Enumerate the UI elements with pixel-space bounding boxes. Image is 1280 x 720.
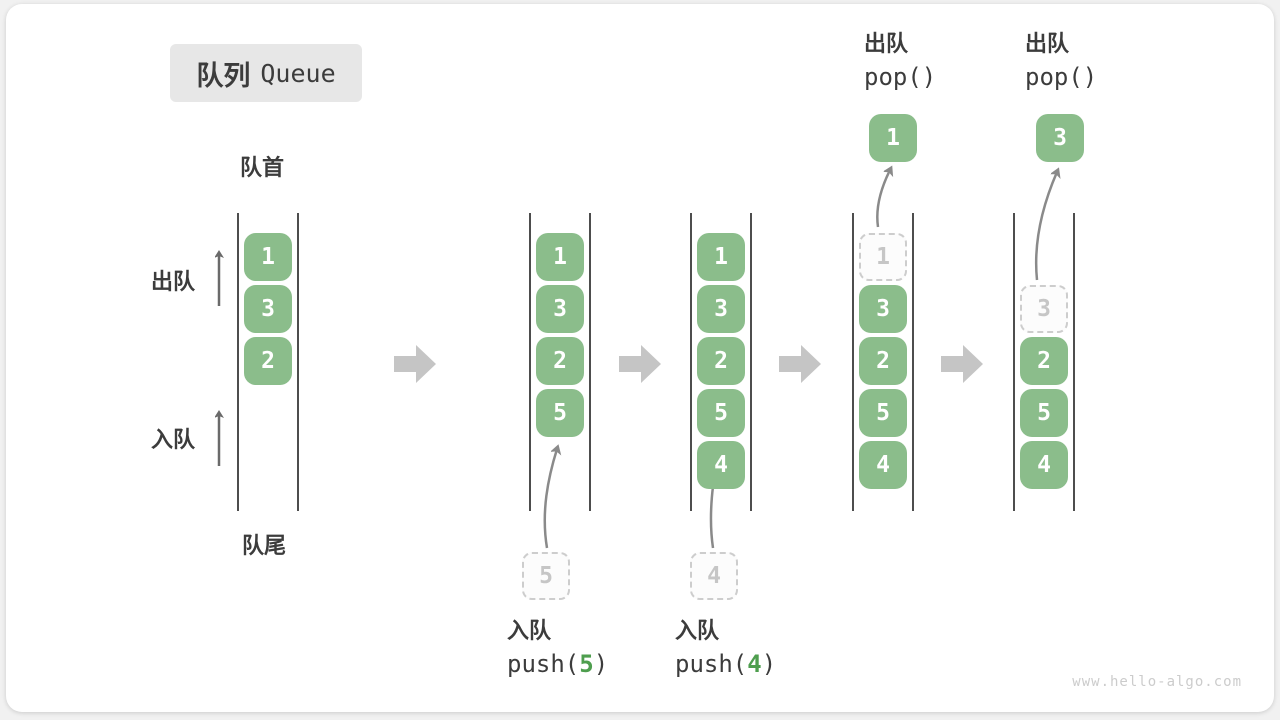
dequeue-side-label: 出队	[151, 269, 196, 294]
pop-operation-label: 出队 pop()	[1025, 31, 1097, 90]
container-wall	[912, 213, 914, 511]
incoming-item-ghost: 4	[690, 552, 738, 600]
pop-operation-code: pop()	[1025, 63, 1098, 91]
removed-item-ghost: 3	[1020, 285, 1068, 333]
container-wall	[1013, 213, 1015, 511]
queue-item: 4	[697, 441, 745, 489]
queue-item: 2	[859, 337, 907, 385]
pop-operation-code: pop()	[864, 63, 937, 91]
enqueue-side-label: 入队	[151, 427, 196, 452]
container-wall	[237, 213, 239, 511]
diagram-card	[6, 4, 1274, 712]
title-zh: 队列	[196, 60, 251, 91]
pop-operation-name: 出队	[1025, 31, 1070, 56]
queue-item: 3	[244, 285, 292, 333]
queue-item: 5	[859, 389, 907, 437]
incoming-item-ghost: 5	[522, 552, 570, 600]
watermark: www.hello-algo.com	[1072, 674, 1242, 690]
pop-operation-name: 出队	[864, 31, 909, 56]
queue-item: 3	[859, 285, 907, 333]
queue-item: 3	[697, 285, 745, 333]
container-wall	[529, 213, 531, 511]
container-wall	[1073, 213, 1075, 511]
diagram-title: 队列 Queue	[170, 44, 362, 102]
push-operation-name: 入队	[675, 618, 720, 643]
queue-item: 5	[1020, 389, 1068, 437]
queue-item: 5	[697, 389, 745, 437]
pop-operation-label: 出队 pop()	[864, 31, 936, 90]
push-operation-code: push(5)	[507, 650, 609, 678]
queue-item: 4	[859, 441, 907, 489]
container-wall	[750, 213, 752, 511]
queue-item: 2	[697, 337, 745, 385]
queue-item: 3	[536, 285, 584, 333]
push-argument: 4	[747, 650, 762, 678]
container-wall	[690, 213, 692, 511]
queue-item: 1	[244, 233, 292, 281]
queue-item: 2	[1020, 337, 1068, 385]
popped-item: 1	[869, 114, 917, 162]
container-wall	[589, 213, 591, 511]
popped-item: 3	[1036, 114, 1084, 162]
queue-item: 1	[697, 233, 745, 281]
push-operation-label: 入队 push(5)	[507, 618, 608, 677]
push-operation-name: 入队	[507, 618, 552, 643]
container-wall	[852, 213, 854, 511]
push-argument: 5	[579, 650, 594, 678]
container-wall	[297, 213, 299, 511]
queue-front-label: 队首	[240, 155, 285, 180]
queue-item: 1	[536, 233, 584, 281]
queue-item: 4	[1020, 441, 1068, 489]
push-operation-label: 入队 push(4)	[675, 618, 776, 677]
queue-item: 5	[536, 389, 584, 437]
push-operation-code: push(4)	[675, 650, 777, 678]
queue-item: 2	[244, 337, 292, 385]
removed-item-ghost: 1	[859, 233, 907, 281]
queue-item: 2	[536, 337, 584, 385]
title-en: Queue	[260, 58, 336, 88]
queue-rear-label: 队尾	[242, 533, 287, 558]
